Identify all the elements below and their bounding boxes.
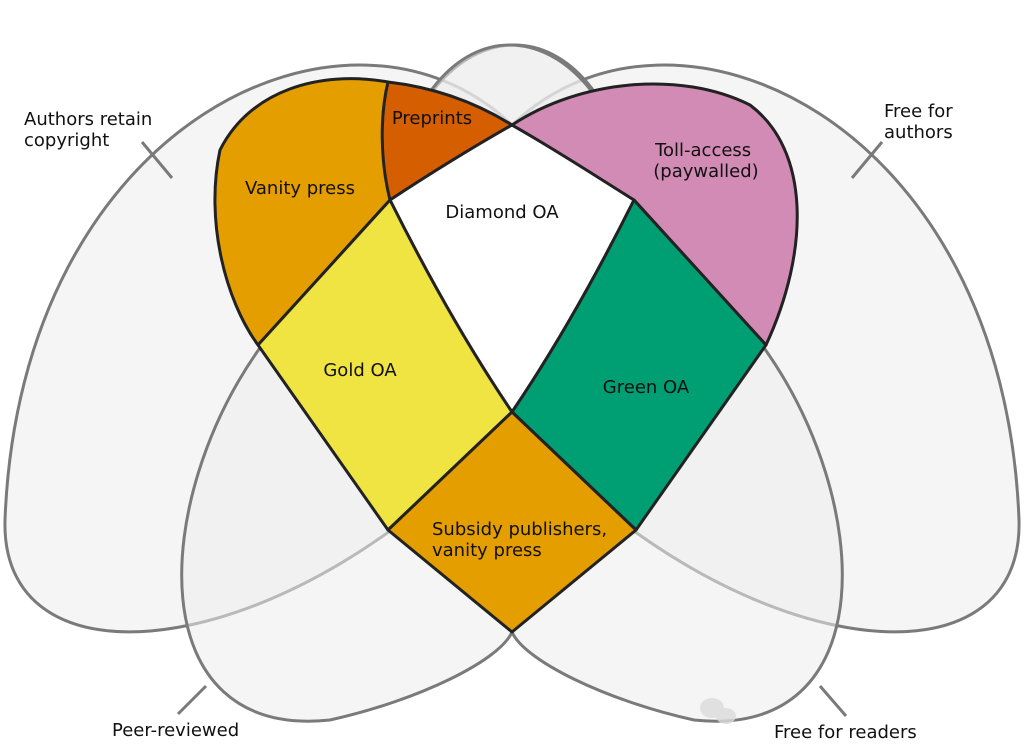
label-authors-line1: Authors retain [24, 109, 152, 130]
wechat-icon [700, 698, 736, 724]
leader-free-for-readers [818, 685, 848, 717]
label-green-oa: Green OA [603, 377, 690, 398]
label-gold-oa: Gold OA [323, 360, 397, 381]
label-free-authors-line1: Free for [884, 101, 953, 122]
label-free-for-readers: Free for readers [774, 722, 917, 743]
label-preprints: Preprints [392, 108, 472, 129]
label-subsidy-line1: Subsidy publishers, [432, 519, 607, 540]
leader-peer-reviewed [176, 684, 208, 716]
label-subsidy-publishers: Subsidy publishers, vanity press [432, 519, 613, 561]
label-toll-access: Toll-access (paywalled) [653, 140, 758, 182]
label-subsidy-line2: vanity press [432, 540, 542, 561]
leader-free-for-authors [850, 141, 884, 179]
label-toll-access-line2: (paywalled) [653, 161, 758, 182]
label-free-authors-line2: authors [884, 122, 953, 143]
region-vanity-press [213, 77, 392, 347]
label-authors-line2: copyright [24, 130, 109, 151]
region-toll-access [510, 82, 799, 347]
label-authors-retain-copyright: Authors retain copyright [24, 109, 158, 151]
leader-authors-retain [140, 141, 174, 179]
label-toll-access-line1: Toll-access [654, 140, 751, 161]
label-diamond-oa: Diamond OA [445, 202, 559, 223]
label-vanity-press: Vanity press [245, 178, 355, 199]
label-peer-reviewed: Peer-reviewed [112, 720, 239, 741]
label-free-for-authors: Free for authors [884, 101, 958, 143]
region-subsidy-publishers [386, 410, 638, 634]
